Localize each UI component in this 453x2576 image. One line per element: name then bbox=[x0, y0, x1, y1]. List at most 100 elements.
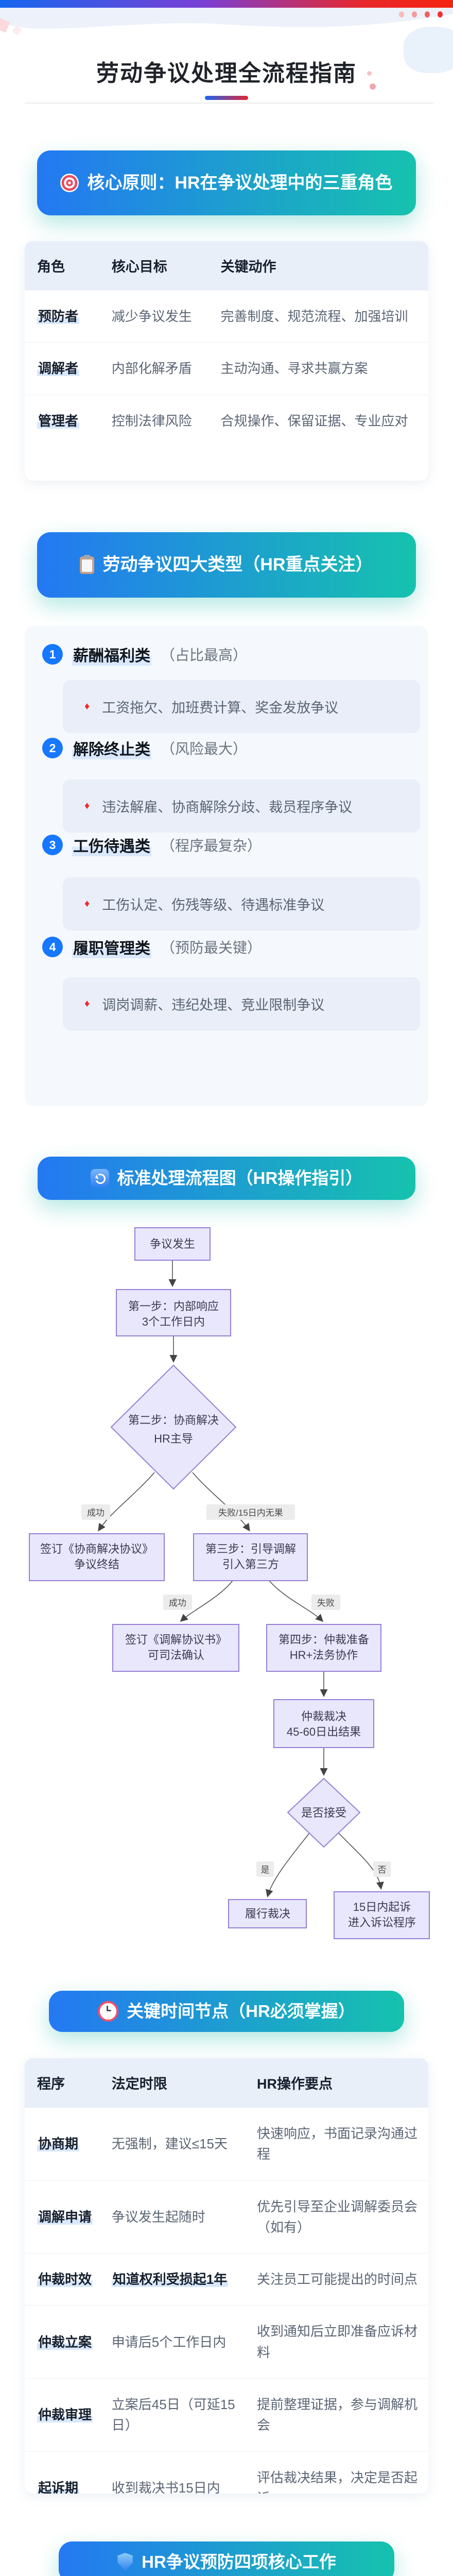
column-header: 关键动作 bbox=[214, 241, 428, 291]
cell-limit: 争议发生起随时 bbox=[105, 2180, 251, 2253]
table-header-row: 程序 法定时限 HR操作要点 bbox=[25, 2058, 428, 2108]
deco-dot bbox=[370, 83, 376, 90]
cell-role: 预防者 bbox=[25, 290, 106, 343]
flow-node-label: 签订《调解协议书》 bbox=[125, 1633, 227, 1646]
cell-goal: 减少争议发生 bbox=[105, 290, 215, 343]
page-title: 劳动争议处理全流程指南 bbox=[96, 61, 357, 86]
flow-node-step4 bbox=[266, 1624, 381, 1672]
number-badge: 2 bbox=[42, 738, 63, 758]
cell-stage: 仲裁立案 bbox=[25, 2305, 106, 2379]
cell-tip: 收到通知后立即准备应诉材料 bbox=[251, 2305, 428, 2379]
type-detail-4: ♦ 调岗调薪、违纪处理、竞业限制争议 bbox=[63, 977, 420, 1030]
cell-limit: 立案后45日（可延15日） bbox=[105, 2378, 251, 2452]
type-note: （占比最高） bbox=[161, 647, 248, 663]
deco-dot bbox=[367, 71, 372, 76]
section-header-core-principle: 核心原则：HR在争议处理中的三重角色 bbox=[37, 150, 416, 215]
type-detail-text: 工资拖欠、加班费计算、奖金发放争议 bbox=[102, 700, 339, 716]
edge-label-bg bbox=[206, 1504, 295, 1520]
flow-arrow bbox=[269, 1580, 324, 1622]
flow-node-start bbox=[134, 1227, 211, 1261]
cell-goal: 内部化解矛盾 bbox=[105, 342, 215, 395]
section-title: 关键时间节点（HR必须掌握） bbox=[127, 2002, 355, 2021]
flow-arrow bbox=[180, 1580, 233, 1622]
table-row: 仲裁立案 申请后5个工作日内 收到通知后立即准备应诉材料 bbox=[25, 2305, 428, 2379]
flow-node-step3 bbox=[193, 1533, 308, 1581]
title-divider-pill bbox=[205, 96, 248, 100]
type-detail-text: 调岗调薪、违纪处理、竞业限制争议 bbox=[102, 997, 325, 1013]
type-detail-1: ♦ 工资拖欠、加班费计算、奖金发放争议 bbox=[63, 680, 420, 733]
cell-tip: 优先引导至企业调解委员会（如有） bbox=[251, 2180, 428, 2253]
type-heading-1: 1 薪酬福利类 （占比最高） bbox=[42, 641, 247, 667]
table-row: 仲裁审理 立案后45日（可延15日） 提前整理证据，参与调解机会 bbox=[25, 2378, 428, 2452]
shield-icon bbox=[117, 2553, 133, 2571]
flow-node-label: 履行裁决 bbox=[245, 1907, 290, 1920]
type-detail-2: ♦ 违法解雇、协商解除分歧、裁员程序争议 bbox=[63, 779, 420, 833]
process-flowchart: 争议发生 第一步：内部响应 3个工作日内 第二步：协商解决 HR主导 成功 失败… bbox=[29, 1227, 430, 1939]
flow-node-label: 争议发生 bbox=[150, 1238, 195, 1250]
flow-node-label: 争议终结 bbox=[74, 1558, 119, 1571]
diamond-bullet-icon: ♦ bbox=[84, 701, 90, 712]
edge-label-bg bbox=[163, 1595, 192, 1610]
flow-node-label: 45-60日出结果 bbox=[287, 1725, 361, 1738]
cell-stage: 仲裁审理 bbox=[25, 2378, 106, 2452]
diamond-bullet-icon: ♦ bbox=[84, 898, 90, 909]
stage-label: 仲裁审理 bbox=[37, 2407, 93, 2423]
flow-node-label: 进入诉讼程序 bbox=[348, 1916, 416, 1929]
alarm-clock-icon bbox=[98, 2001, 119, 2022]
cell-goal: 控制法律风险 bbox=[105, 394, 215, 447]
flow-arrow bbox=[98, 1472, 155, 1532]
table-row: 调解申请 争议发生起随时 优先引导至企业调解委员会（如有） bbox=[25, 2180, 428, 2253]
deco-blob bbox=[404, 27, 453, 73]
cell-stage: 仲裁时效 bbox=[25, 2253, 106, 2306]
role-label: 调解者 bbox=[37, 361, 80, 377]
timeline-table: 程序 法定时限 HR操作要点 协商期 无强制，建议≤15天 快速响应，书面记录沟… bbox=[25, 2058, 428, 2494]
column-header: 角色 bbox=[25, 241, 106, 291]
top-gradient-bar bbox=[0, 0, 453, 8]
cycle-icon bbox=[90, 1169, 109, 1188]
flow-node-settle bbox=[29, 1533, 165, 1581]
cell-limit: 无强制，建议≤15天 bbox=[105, 2107, 251, 2181]
diamond-bullet-icon: ♦ bbox=[84, 800, 90, 811]
column-header: 程序 bbox=[25, 2058, 106, 2108]
cell-tip: 关注员工可能提出的时间点 bbox=[251, 2253, 428, 2306]
column-header: 核心目标 bbox=[105, 241, 215, 291]
section-title: 核心原则：HR在争议处理中的三重角色 bbox=[87, 173, 393, 193]
edge-label-bg bbox=[256, 1861, 274, 1877]
cell-tip: 提前整理证据，参与调解机会 bbox=[251, 2378, 428, 2452]
table-row: 调解者 内部化解矛盾 主动沟通、寻求共赢方案 bbox=[25, 342, 428, 395]
diamond-bullet-icon: ♦ bbox=[84, 998, 90, 1009]
type-heading-3: 3 工伤待遇类 （程序最复杂） bbox=[42, 832, 262, 858]
flow-node-label: 可司法确认 bbox=[148, 1649, 204, 1662]
stage-label: 协商期 bbox=[37, 2136, 80, 2152]
section-title: 劳动争议四大类型（HR重点关注） bbox=[102, 555, 373, 574]
cell-stage: 协商期 bbox=[25, 2107, 106, 2181]
flow-node-label: 签订《协商解决协议》 bbox=[40, 1543, 153, 1555]
type-name: 工伤待遇类 bbox=[72, 834, 151, 856]
type-heading-4: 4 履职管理类 （预防最关键） bbox=[42, 934, 262, 960]
type-detail-text: 违法解雇、协商解除分歧、裁员程序争议 bbox=[102, 800, 353, 815]
timeline-table-grid: 程序 法定时限 HR操作要点 协商期 无强制，建议≤15天 快速响应，书面记录沟… bbox=[25, 2058, 428, 2494]
cell-action: 主动沟通、寻求共赢方案 bbox=[214, 342, 428, 395]
type-name: 薪酬福利类 bbox=[72, 643, 151, 666]
flow-node-award bbox=[273, 1699, 374, 1748]
flow-node-step1 bbox=[116, 1289, 231, 1336]
deco-dots bbox=[391, 11, 443, 18]
section-title: HR争议预防四项核心工作 bbox=[142, 2552, 336, 2572]
cell-role: 调解者 bbox=[25, 342, 106, 395]
cell-limit: 知道权利受损起1年 bbox=[105, 2253, 251, 2306]
flow-node-label: 3个工作日内 bbox=[142, 1315, 205, 1328]
type-note: （预防最关键） bbox=[161, 940, 262, 956]
number-badge: 4 bbox=[42, 937, 63, 957]
edge-label: 否 bbox=[378, 1865, 387, 1875]
table-row: 仲裁时效 知道权利受损起1年 关注员工可能提出的时间点 bbox=[25, 2253, 428, 2306]
cell-stage: 调解申请 bbox=[25, 2180, 106, 2253]
edge-label-bg bbox=[81, 1504, 110, 1520]
role-label: 预防者 bbox=[37, 309, 80, 324]
table-row: 协商期 无强制，建议≤15天 快速响应，书面记录沟通过程 bbox=[25, 2107, 428, 2181]
flow-node-label: HR主导 bbox=[154, 1432, 193, 1445]
target-icon bbox=[60, 174, 79, 192]
cell-stage: 起诉期 bbox=[25, 2451, 106, 2494]
number-badge: 1 bbox=[42, 644, 63, 665]
cell-limit: 申请后5个工作日内 bbox=[105, 2305, 251, 2379]
